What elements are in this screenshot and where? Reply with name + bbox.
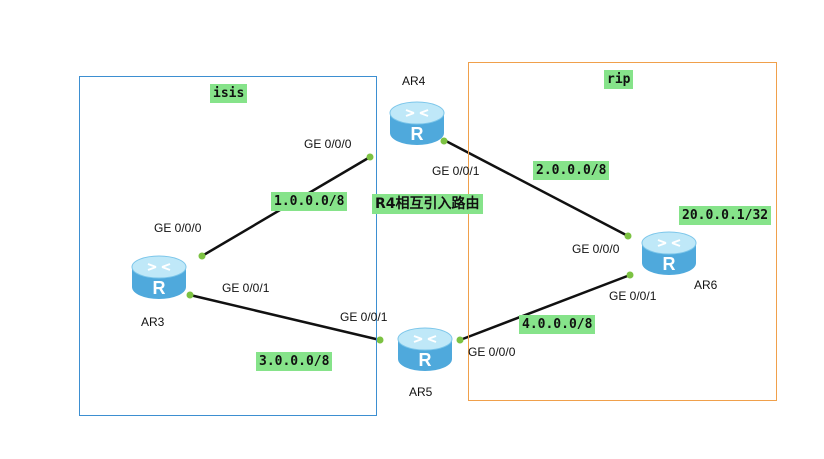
port-label-ar4-ge001: GE 0/0/1 (432, 164, 480, 178)
port-label-ar6-ge000: GE 0/0/0 (572, 242, 620, 256)
svg-text:R: R (153, 278, 166, 298)
network-label-ar3-ar4: 1.0.0.0/8 (271, 192, 348, 211)
router-ar5[interactable]: R (396, 325, 454, 373)
link-ar4-ar6[interactable] (443, 138, 629, 238)
port-dot-ar6-ge001 (626, 271, 634, 279)
port-dot-ar3-ge001 (186, 291, 194, 299)
network-label-ar3-ar5: 3.0.0.0/8 (256, 352, 333, 371)
port-label-ar3-ge000: GE 0/0/0 (154, 221, 202, 235)
network-label-ar6-loopback: 20.0.0.1/32 (679, 206, 772, 225)
router-name-ar6: AR6 (694, 278, 718, 292)
port-label-ar6-ge001: GE 0/0/1 (609, 289, 657, 303)
port-dot-ar5-ge000 (456, 336, 464, 344)
port-label-ar4-ge000: GE 0/0/0 (304, 137, 352, 151)
router-icon: R (389, 101, 445, 145)
router-ar4[interactable]: R (388, 99, 446, 147)
svg-text:R: R (411, 124, 424, 144)
port-dot-ar5-ge001 (376, 336, 384, 344)
link-ar3-ar5[interactable] (189, 293, 381, 342)
port-label-ar5-ge000: GE 0/0/0 (468, 345, 516, 359)
rip-area-label: rip (604, 70, 634, 89)
router-ar3[interactable]: R (130, 253, 188, 301)
route-import-note: R4相互引入路由 (372, 194, 483, 214)
isis-area-box (79, 76, 377, 416)
isis-area-label: isis (210, 84, 248, 103)
port-label-ar5-ge001: GE 0/0/1 (340, 310, 388, 324)
router-ar6[interactable]: R (640, 229, 698, 277)
svg-text:R: R (419, 350, 432, 370)
network-label-ar5-ar6: 4.0.0.0/8 (519, 315, 596, 334)
port-label-ar3-ge001: GE 0/0/1 (222, 281, 270, 295)
router-name-ar4: AR4 (402, 74, 426, 88)
router-icon: R (131, 255, 187, 299)
router-icon: R (397, 327, 453, 371)
port-dot-ar6-ge000 (624, 232, 632, 240)
link-ar5-ar6[interactable] (459, 273, 631, 342)
port-dot-ar4-ge001 (440, 137, 448, 145)
port-dot-ar4-ge000 (366, 153, 374, 161)
svg-text:R: R (663, 254, 676, 274)
port-dot-ar3-ge000 (198, 252, 206, 260)
network-label-ar4-ar6: 2.0.0.0/8 (533, 161, 610, 180)
router-name-ar5: AR5 (409, 385, 433, 399)
rip-area-box (468, 62, 777, 401)
router-icon: R (641, 231, 697, 275)
router-name-ar3: AR3 (141, 315, 165, 329)
